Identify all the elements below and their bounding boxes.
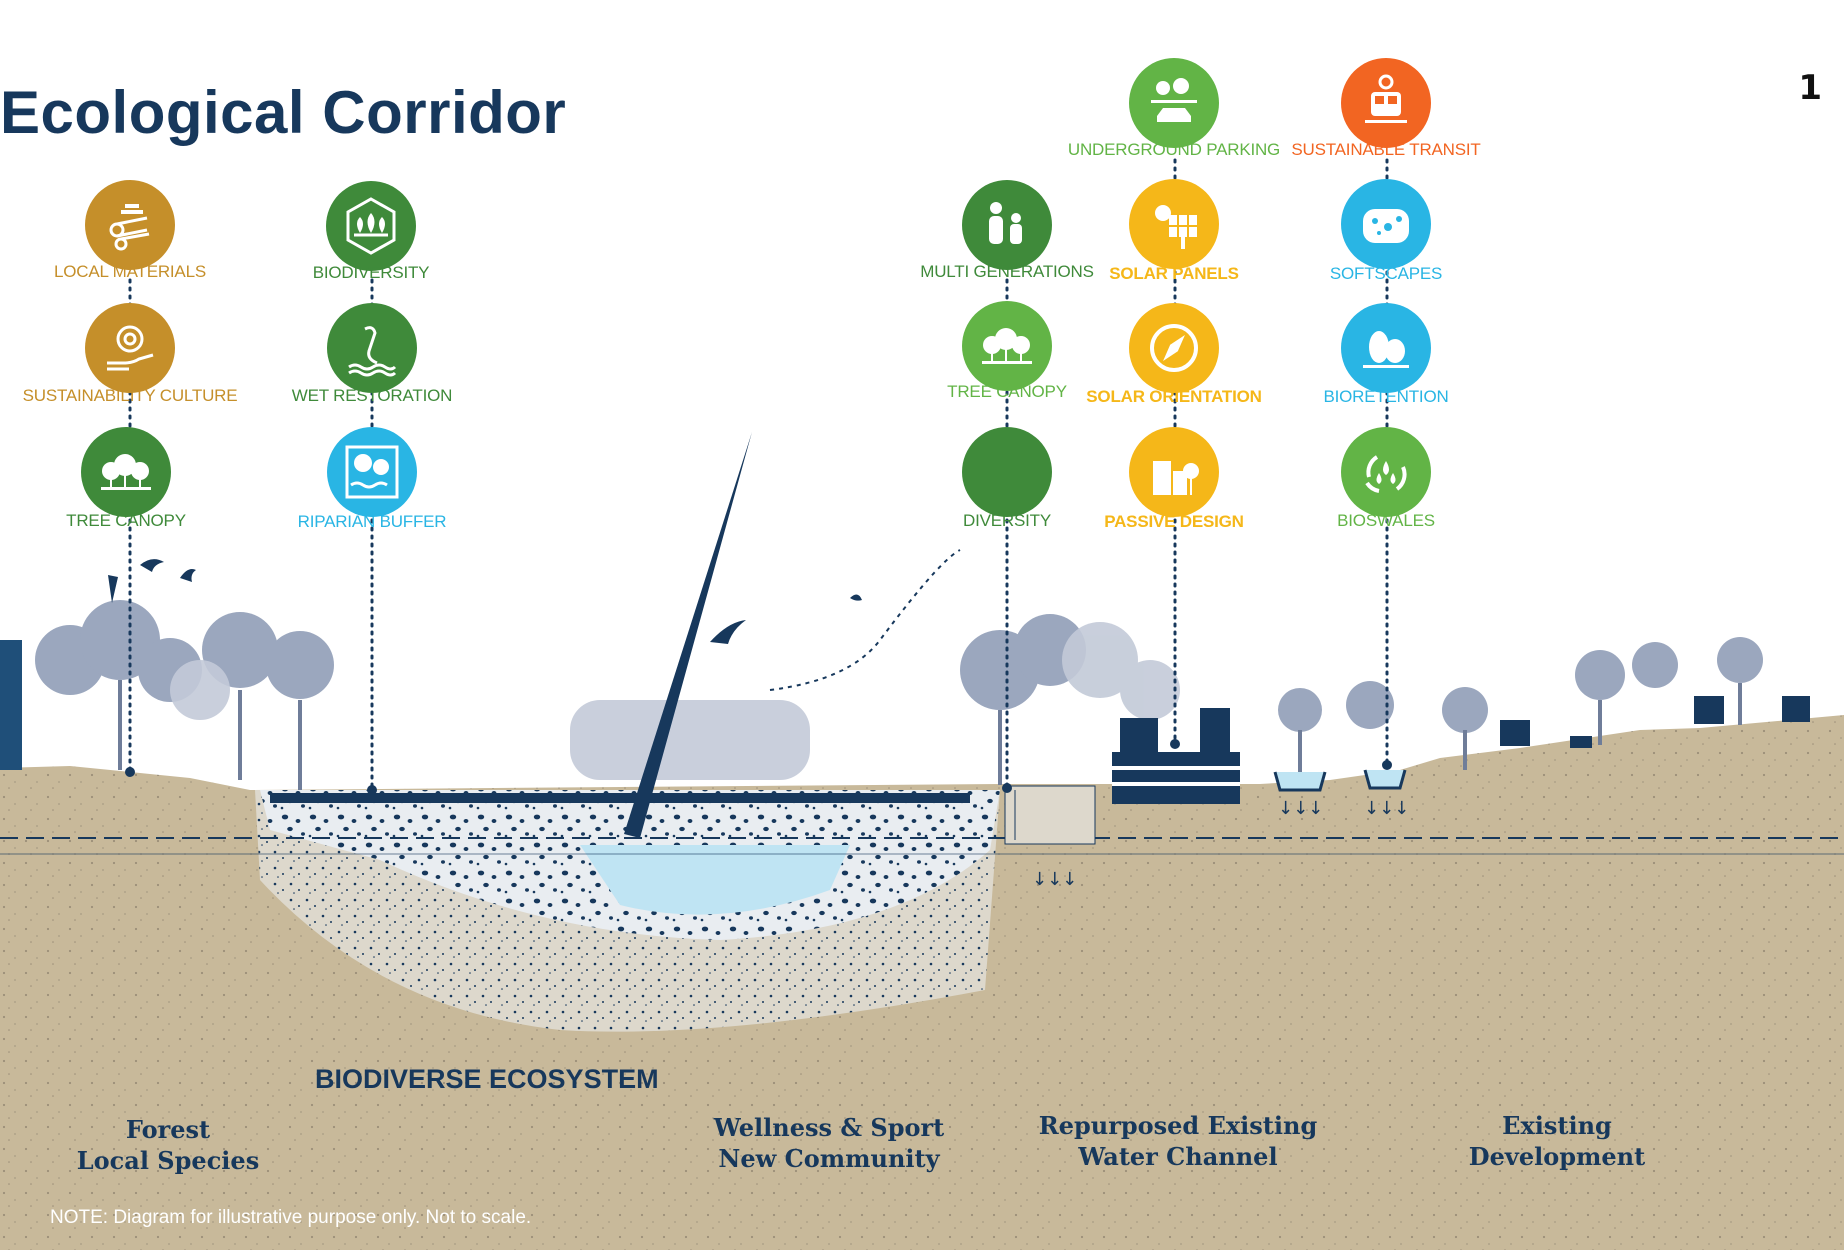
sculpture-mast: [624, 432, 752, 838]
solar-panel-icon: [1129, 179, 1219, 269]
tree-trunks: [118, 680, 1742, 790]
leader-dots: [125, 739, 1392, 795]
compass-icon: [1129, 303, 1219, 393]
recycle-drops-icon: [1341, 427, 1431, 517]
feature-label: SOLAR ORIENTATION: [1086, 387, 1262, 406]
disclaimer-note: NOTE: Diagram for illustrative purpose o…: [50, 1207, 532, 1228]
zone-forest-line2: Local Species: [76, 1146, 260, 1175]
existing-development: [1500, 696, 1810, 748]
zone-existing-development-line1: Existing: [1502, 1111, 1612, 1140]
parking-structure: [1112, 708, 1240, 804]
family-icon: [962, 180, 1052, 270]
zone-forest: Forest Local Species: [77, 1114, 259, 1176]
feature-label: MULTI GENERATIONS: [920, 262, 1094, 281]
feature-label: BIOSWALES: [1337, 511, 1435, 530]
zone-water-channel-line2: Water Channel: [1078, 1142, 1278, 1171]
buildings-trees-icon: [1129, 427, 1219, 517]
swings-icon: [962, 427, 1052, 517]
heron-icon: [327, 303, 417, 393]
zone-existing-development-line2: Development: [1468, 1142, 1646, 1171]
birds: [108, 559, 862, 644]
flight-path: [769, 549, 961, 691]
zone-wellness-line2: New Community: [718, 1144, 940, 1173]
zone-forest-line1: Forest: [125, 1115, 211, 1144]
wood-logs-icon: [85, 180, 175, 270]
zone-water-channel: Repurposed Existing Water Channel: [1039, 1110, 1317, 1172]
feature-label: SOLAR PANELS: [1109, 264, 1239, 283]
left-building: [0, 640, 22, 770]
ecosystem-label: BIODIVERSE ECOSYSTEM: [315, 1064, 659, 1094]
feature-label: SOFTSCAPES: [1329, 264, 1443, 283]
sponge-icon: [1341, 179, 1431, 269]
zone-wellness-line1: Wellness & Sport: [713, 1113, 945, 1142]
gear-hand-icon: [85, 303, 175, 393]
channel-retaining-wall: [1004, 785, 1096, 845]
feature-label: SUSTAINABILITY CULTURE: [22, 386, 238, 405]
shrubs-icon: [1341, 303, 1431, 393]
feature-label: PASSIVE DESIGN: [1104, 512, 1244, 531]
feature-label: UNDERGROUND PARKING: [1067, 140, 1281, 159]
background-trees-light: [170, 622, 1180, 780]
feature-label: TREE CANOPY: [66, 511, 186, 530]
feature-label: BIORETENTION: [1323, 387, 1449, 406]
page-number: 1: [1798, 68, 1822, 108]
feature-label: BIODIVERSITY: [312, 263, 430, 282]
water-pond: [580, 845, 850, 915]
zone-existing-development: Existing Development: [1469, 1110, 1645, 1172]
bioswales: [1273, 769, 1407, 792]
feature-label: RIPARIAN BUFFER: [297, 512, 447, 531]
feature-label: TREE CANOPY: [947, 382, 1067, 401]
zone-water-channel-line1: Repurposed Existing: [1038, 1111, 1318, 1140]
svg-text:↓↓↓: ↓↓↓: [1278, 798, 1323, 819]
page-title: Ecological Corridor: [0, 79, 567, 146]
plants-hexagon-icon: [326, 181, 416, 271]
tree-canopy-icon: [81, 427, 171, 517]
car-garden-icon: [1129, 58, 1219, 148]
boardwalk-deck: [270, 793, 970, 803]
feature-label: LOCAL MATERIALS: [54, 262, 206, 281]
infiltration-arrows: ↓↓↓ ↓↓↓ ↓↓↓: [1032, 798, 1409, 890]
feature-label: SUSTAINABLE TRANSIT: [1291, 140, 1481, 159]
zone-wellness: Wellness & Sport New Community: [714, 1112, 944, 1174]
tram-icon: [1341, 58, 1431, 148]
riparian-trees-icon: [327, 427, 417, 517]
tree-canopy-icon: [962, 301, 1052, 391]
feature-label: WET RESTORATION: [291, 386, 453, 405]
svg-text:↓↓↓: ↓↓↓: [1364, 798, 1409, 819]
feature-label: DIVERSITY: [963, 511, 1051, 530]
svg-text:↓↓↓: ↓↓↓: [1032, 869, 1077, 890]
background-trees: [35, 600, 1763, 733]
